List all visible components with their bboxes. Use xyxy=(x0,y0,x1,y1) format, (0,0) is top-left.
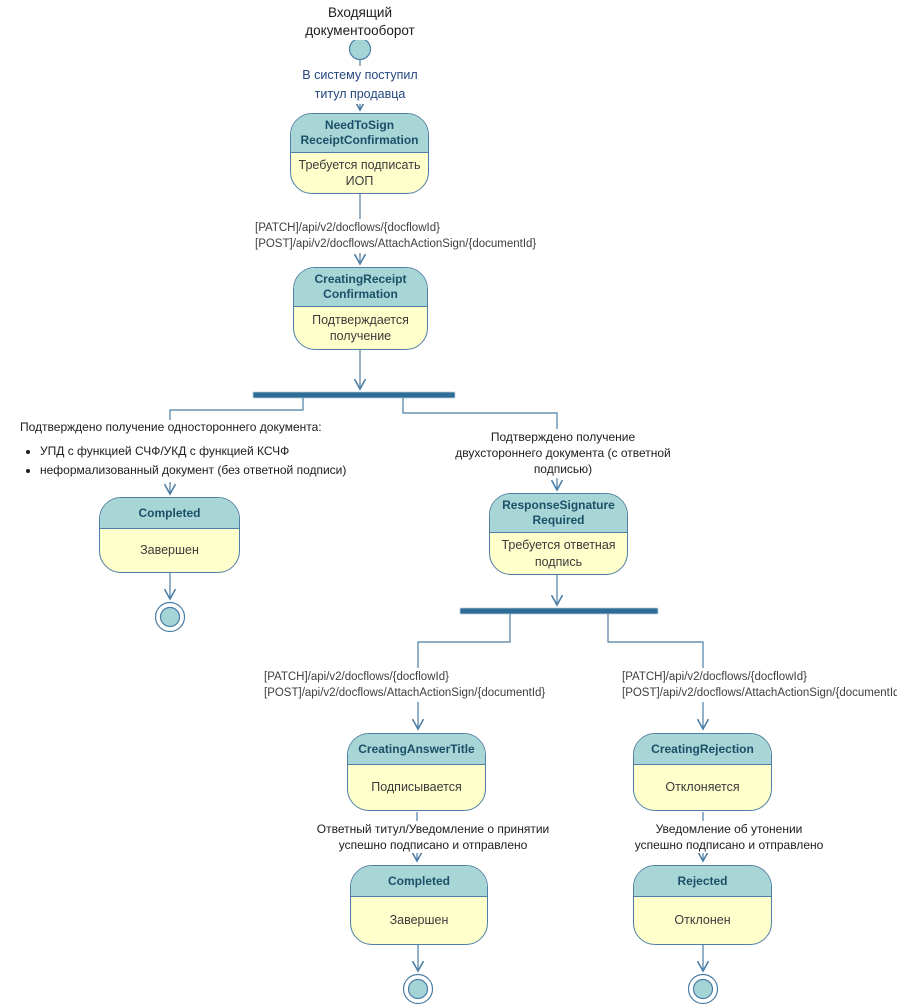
diagram-title: Входящий документооборот xyxy=(260,4,460,41)
state-creatingrejection: CreatingRejection Отклоняется xyxy=(633,733,772,811)
state-responsesignature-required: ResponseSignature Required Требуется отв… xyxy=(489,493,628,575)
state-creatinganswertitle: CreatingAnswerTitle Подписывается xyxy=(347,733,486,811)
label-api-sign-receipt: [PATCH]/api/v2/docflows/{docflowId} [POS… xyxy=(253,219,539,254)
state-needtosign-receiptconfirmation: NeedToSign ReceiptConfirmation Требуется… xyxy=(290,113,429,194)
state-creatingreceipt-confirmation: CreatingReceipt Confirmation Подтверждае… xyxy=(293,267,428,350)
label-one-sided-branch: Подтверждено получение одностороннего до… xyxy=(20,420,352,482)
label-api-rejection: [PATCH]/api/v2/docflows/{docflowId} [POS… xyxy=(620,668,897,703)
state-title: Rejected xyxy=(634,866,771,897)
bullet-item: УПД с функцией СЧФ/УКД с функцией КСЧФ xyxy=(40,444,352,458)
fork-bar-1 xyxy=(252,391,456,399)
label-two-sided-branch: Подтверждено получение двухстороннего до… xyxy=(432,429,694,478)
state-completed-bottom: Completed Завершен xyxy=(350,865,488,945)
label-answer-signed: Ответный титул/Уведомление о принятии ус… xyxy=(303,821,563,854)
final-state-inner-left xyxy=(159,606,181,628)
state-completed-left: Completed Завершен xyxy=(99,497,240,573)
state-description: Отклонен xyxy=(674,913,731,928)
bullet-item: неформализованный документ (без ответной… xyxy=(40,463,352,477)
label-api-answer: [PATCH]/api/v2/docflows/{docflowId} [POS… xyxy=(262,668,548,703)
state-description: Требуется подписать ИОП xyxy=(298,157,421,188)
state-description: Отклоняется xyxy=(665,780,740,795)
initial-state-icon xyxy=(348,37,372,61)
label-one-sided-title: Подтверждено получение одностороннего до… xyxy=(20,420,322,434)
state-title: NeedToSign ReceiptConfirmation xyxy=(291,114,428,153)
final-state-inner-rejected xyxy=(692,978,714,1000)
state-title: CreatingReceipt Confirmation xyxy=(294,268,427,307)
state-title: Completed xyxy=(100,498,239,529)
state-title: ResponseSignature Required xyxy=(490,494,627,533)
state-rejected: Rejected Отклонен xyxy=(633,865,772,945)
state-title: Completed xyxy=(351,866,487,897)
state-title: CreatingRejection xyxy=(634,734,771,765)
state-description: Завершен xyxy=(389,913,449,928)
label-start-event: В систему поступил титул продавца xyxy=(280,66,440,104)
state-description: Подписывается xyxy=(371,780,462,795)
state-title: CreatingAnswerTitle xyxy=(348,734,485,765)
one-sided-bullet-list: УПД с функцией СЧФ/УКД с функцией КСЧФ н… xyxy=(20,444,352,477)
state-description: Требуется ответная подпись xyxy=(501,538,616,569)
fork-bar-2 xyxy=(459,607,659,615)
final-state-inner-bottom xyxy=(407,978,429,1000)
label-rejection-signed: Уведомление об утонении успешно подписан… xyxy=(599,821,859,854)
state-description: Подтверждается получение xyxy=(312,312,409,343)
state-description: Завершен xyxy=(140,543,199,558)
